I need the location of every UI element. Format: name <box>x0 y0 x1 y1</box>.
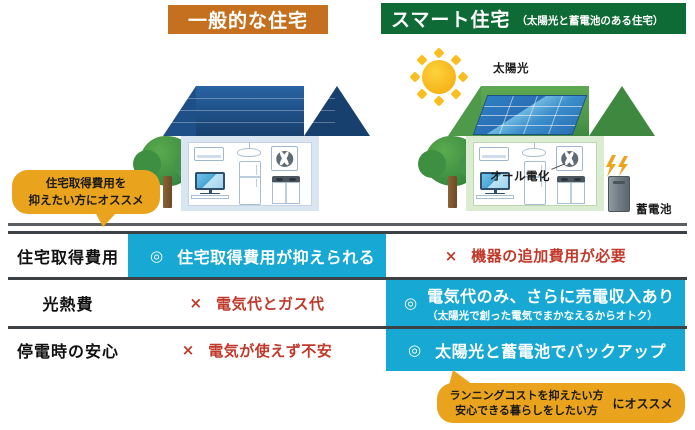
comparison-table: 住宅取得費用 ◎ 住宅取得費用が抑えられる × 機器の追加費用が必要 光熱費 ×… <box>8 231 687 371</box>
conventional-roof-lines <box>165 86 335 136</box>
cell-subtext: （太陽光で創った電気でまかなえるからオトク） <box>427 310 658 322</box>
callout-bottom-line1: ランニングコストを抑えたい方 <box>449 388 604 402</box>
callout-left-line1: 住宅取得費用を <box>45 176 127 191</box>
stove-icon <box>557 176 585 204</box>
table-row: 停電時の安心 × 電気が使えず不安 ◎ 太陽光と蓄電池でバックアップ <box>8 329 687 371</box>
smart-roof-right <box>589 86 655 136</box>
mark-double-circle-icon: ◎ <box>404 294 418 312</box>
ceiling-lamp-icon <box>522 142 546 158</box>
cell-text: 電気が使えず不安 <box>208 341 333 360</box>
television-icon <box>190 172 230 199</box>
refrigerator-icon <box>239 161 261 205</box>
conventional-roof-right <box>304 86 370 136</box>
table-row: 住宅取得費用 ◎ 住宅取得費用が抑えられる × 機器の追加費用が必要 <box>8 234 687 277</box>
callout-left-tail <box>92 212 118 227</box>
cell-text: 機器の追加費用が必要 <box>471 247 627 265</box>
callout-bottom-tail <box>449 370 473 385</box>
cell-conventional-acquisition-cost: ◎ 住宅取得費用が抑えられる <box>128 234 386 277</box>
mark-double-circle-icon: ◎ <box>150 246 164 265</box>
table-divider-2 <box>8 326 687 329</box>
mark-double-circle-icon: ◎ <box>408 341 422 359</box>
illustration-area: 太陽光 <box>0 38 695 228</box>
smart-house-icon <box>448 86 655 211</box>
row-label-acquisition-cost: 住宅取得費用 <box>16 247 119 267</box>
header-smart-label: スマート住宅 <box>391 9 511 31</box>
header-conventional-house: 一般的な住宅 <box>168 5 328 34</box>
cell-smart-utility-cost: ◎ 電気代のみ、さらに売電収入あり （太陽光で創った電気でまかなえるからオトク） <box>386 280 685 326</box>
row-label-blackout-security: 停電時の安心 <box>16 342 119 361</box>
cell-conventional-blackout-security: × 電気が使えず不安 <box>128 329 386 371</box>
refrigerator-icon <box>524 161 546 205</box>
conventional-house-icon <box>163 86 370 211</box>
cell-smart-blackout-security: ◎ 太陽光と蓄電池でバックアップ <box>386 329 685 371</box>
cell-conventional-utility-cost: × 電気代とガス代 <box>128 280 386 326</box>
table-divider-top <box>8 231 687 234</box>
cell-text: 電気代のみ、さらに売電収入あり <box>427 287 675 306</box>
solar-panel-icon <box>472 95 588 135</box>
table-row: 光熱費 × 電気代とガス代 ◎ 電気代のみ、さらに売電収入あり （太陽光で創った… <box>8 280 687 326</box>
callout-bottom-suffix: にオススメ <box>612 396 673 411</box>
television-icon <box>475 172 515 199</box>
row-label-utility-cost: 光熱費 <box>42 295 94 314</box>
header-smart-sublabel: （太陽光と蓄電池のある住宅） <box>516 15 664 27</box>
conventional-roof-body <box>196 86 304 136</box>
callout-left-line2: 抑えたい方にオススメ <box>28 193 144 207</box>
callout-smart-recommendation: ランニングコストを抑えたい方 安心できる暮らしをしたい方 にオススメ <box>437 370 685 423</box>
cell-text: 住宅取得費用が抑えられる <box>177 247 376 267</box>
storage-battery-icon <box>608 176 630 212</box>
air-conditioner-icon <box>194 147 224 161</box>
callout-bottom-line2: 安心できる暮らしをしたい方 <box>455 404 598 417</box>
cell-text: 太陽光と蓄電池でバックアップ <box>435 342 667 361</box>
air-conditioner-icon <box>479 147 509 161</box>
cell-text: 電気代とガス代 <box>216 294 325 313</box>
ventilation-fan-icon <box>271 146 298 171</box>
stove-icon <box>272 176 300 204</box>
header-conventional-label: 一般的な住宅 <box>187 10 308 32</box>
cell-text-group: 電気代のみ、さらに売電収入あり （太陽光で創った電気でまかなえるからオトク） <box>427 283 675 323</box>
header-smart-house: スマート住宅 （太陽光と蓄電池のある住宅） <box>381 3 686 34</box>
mark-cross-icon: × <box>189 294 203 312</box>
all-electric-label: オール電化 <box>490 169 550 183</box>
ground-line <box>8 223 687 226</box>
ventilation-fan-icon <box>556 146 583 171</box>
ceiling-lamp-icon <box>237 142 261 158</box>
solar-label: 太陽光 <box>493 61 529 75</box>
callout-conventional-recommendation: 住宅取得費用を 抑えたい方にオススメ <box>12 170 160 227</box>
table-divider-1 <box>8 277 687 280</box>
cell-smart-acquisition-cost: × 機器の追加費用が必要 <box>386 234 685 277</box>
mark-cross-icon: × <box>444 246 458 265</box>
mark-cross-icon: × <box>181 341 195 359</box>
battery-label: 蓄電池 <box>636 202 672 216</box>
